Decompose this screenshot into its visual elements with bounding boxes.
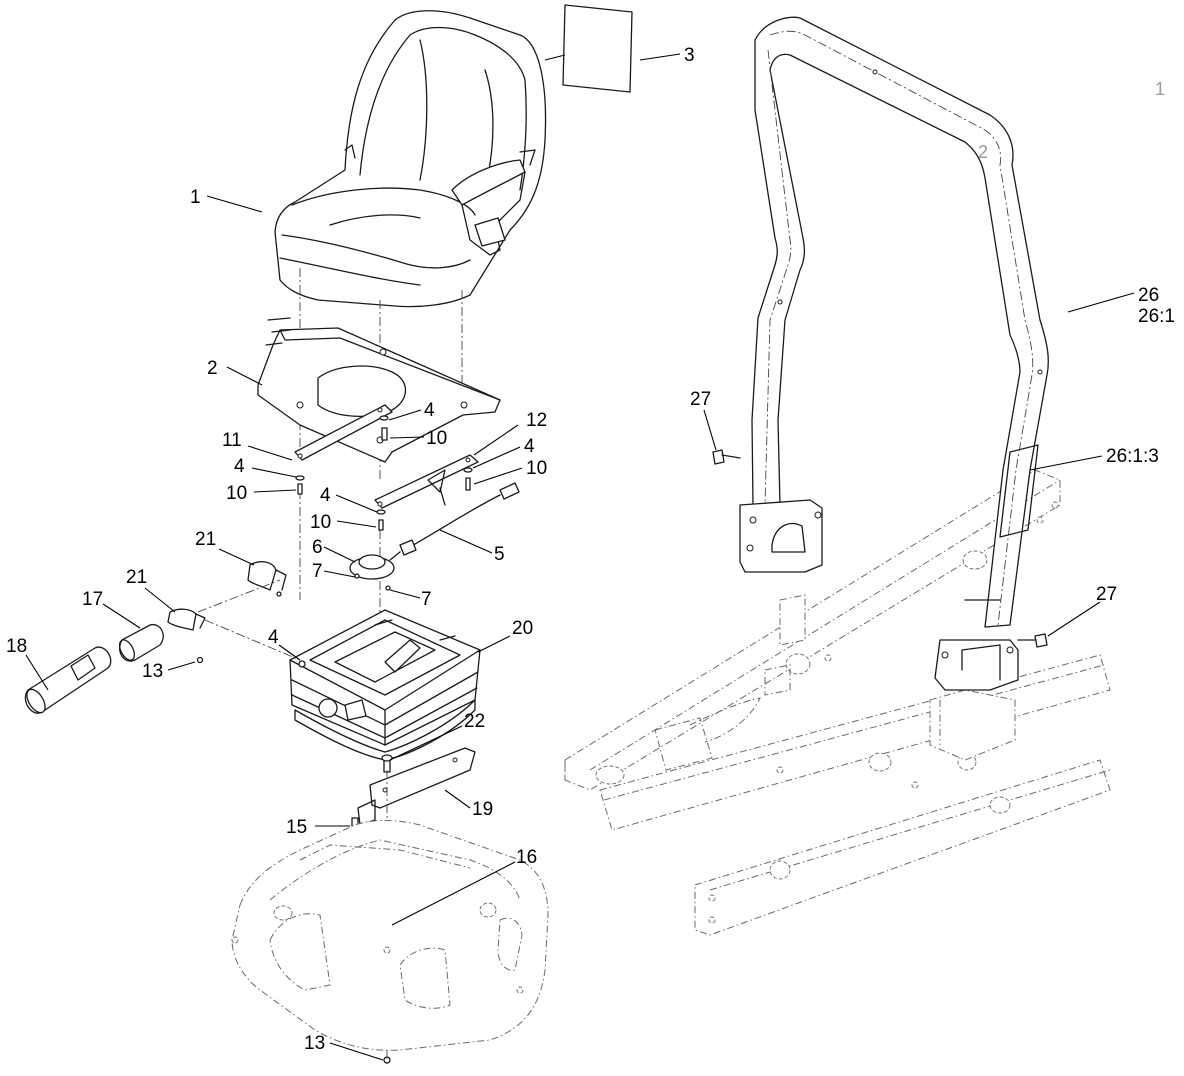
seat-mount-pan [257,317,501,463]
washer-4-lower [298,660,306,668]
callout-26: 26 [1138,285,1159,306]
callout-1: 1 [190,187,201,208]
rops-mount-bracket-right [929,689,1016,761]
callout-10: 10 [426,428,447,449]
seat-assembly [274,10,547,308]
callout-6: 6 [312,537,323,558]
fastener-set [295,415,473,531]
page-number: 1 [1155,79,1165,99]
callout-18: 18 [6,636,27,657]
callout-13: 13 [304,1033,325,1054]
rops-index-label: 2 [978,142,988,162]
callout-labels: 1 2 3 4 10 11 4 10 12 4 10 4 10 5 6 7 7 … [6,45,1175,1054]
callout-27: 27 [690,389,711,410]
callout-4: 4 [424,400,435,421]
rops-mount-bracket-left [764,594,806,696]
seat-decal [562,4,633,93]
seat-mount-plate [357,747,476,826]
seat-suspension [289,609,481,761]
callout-19: 19 [472,799,493,820]
callout-10: 10 [310,512,331,533]
rops-roll-bar: 2 [739,16,1049,691]
leader-lines [25,53,1135,1061]
callout-16: 16 [516,847,537,868]
callout-21: 21 [195,529,216,550]
callout-27: 27 [1096,584,1117,605]
seat-base-platform [231,819,549,1051]
seat-slide-rail-right [374,454,479,509]
callout-20: 20 [512,618,533,639]
callout-17: 17 [82,589,103,610]
screw-13-upper [196,656,204,664]
callout-4: 4 [320,485,331,506]
callout-10: 10 [526,458,547,479]
callout-3: 3 [684,45,695,66]
seat-switch-harness [389,482,520,561]
frame-rail-lower [694,759,1111,936]
callout-26-1-3: 26:1:3 [1106,446,1159,467]
seat-slide-rail-left [294,404,393,461]
callout-12: 12 [526,410,547,431]
callout-13: 13 [142,661,163,682]
callout-11: 11 [222,430,242,451]
holder-bracket-upper [247,561,287,597]
cup-holder-tube [24,646,112,714]
callout-5: 5 [494,544,505,565]
holder-bracket-lower [167,608,206,631]
callout-4: 4 [234,456,245,477]
rops-decal [999,444,1039,538]
callout-21: 21 [126,567,147,588]
seat-switch [349,554,395,591]
callout-7: 7 [421,589,432,610]
rops-bolt-right [1017,633,1048,648]
callout-4: 4 [268,627,279,648]
callout-10: 10 [226,483,247,504]
callout-26-1: 26:1 [1138,306,1175,327]
callout-4: 4 [524,436,535,457]
callout-2: 2 [207,358,218,379]
callout-15: 15 [286,817,307,838]
rops-bolt-left [712,449,741,465]
bolt-22 [381,754,393,773]
cup-sleeve [118,623,164,662]
callout-7: 7 [312,561,323,582]
callout-22: 22 [464,711,485,732]
